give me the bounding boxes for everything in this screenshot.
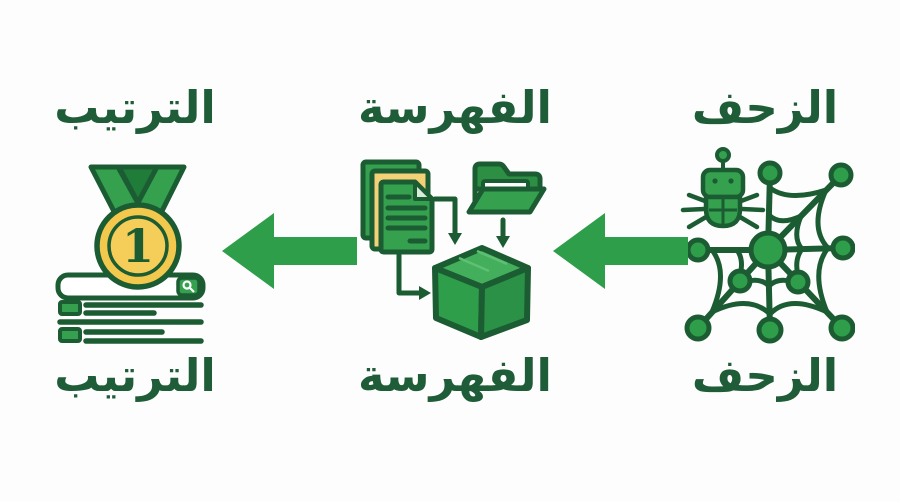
- arrowheads: [419, 233, 510, 300]
- crawl-label-bottom: الزحف: [691, 349, 839, 402]
- crawl-label-top: الزحف: [691, 81, 839, 134]
- bot-legs: [680, 192, 766, 230]
- documents-stack-icon: [360, 159, 435, 255]
- index-label-top: الفهرسة: [358, 81, 552, 134]
- left-arrow-crawl-to-index: [553, 213, 688, 289]
- folder-icon: [466, 161, 547, 215]
- left-arrow-index-to-rank: [222, 213, 357, 289]
- search-button: [176, 276, 201, 297]
- medal-rank-number: 1: [122, 219, 154, 273]
- spider-web: [684, 160, 855, 344]
- search-results-lines: [57, 300, 204, 344]
- magnifier-icon: [182, 280, 195, 293]
- connector-arrows: [396, 196, 506, 296]
- medal-icon: 1: [94, 202, 182, 290]
- index-label-bottom: الفهرسة: [358, 349, 552, 402]
- rank-label-bottom: الترتيب: [54, 349, 216, 402]
- web-nodes: [684, 160, 855, 344]
- documents-folder-database-cube-icon: [360, 159, 547, 340]
- database-cube-icon: [432, 245, 531, 340]
- rank-label-top: الترتيب: [54, 81, 216, 134]
- gold-medal-search-results-icon: 1: [55, 164, 206, 344]
- spider-web-crawler-icon: [680, 147, 855, 344]
- crawler-bot-icon: [680, 147, 766, 230]
- document-text-lines: [385, 194, 428, 244]
